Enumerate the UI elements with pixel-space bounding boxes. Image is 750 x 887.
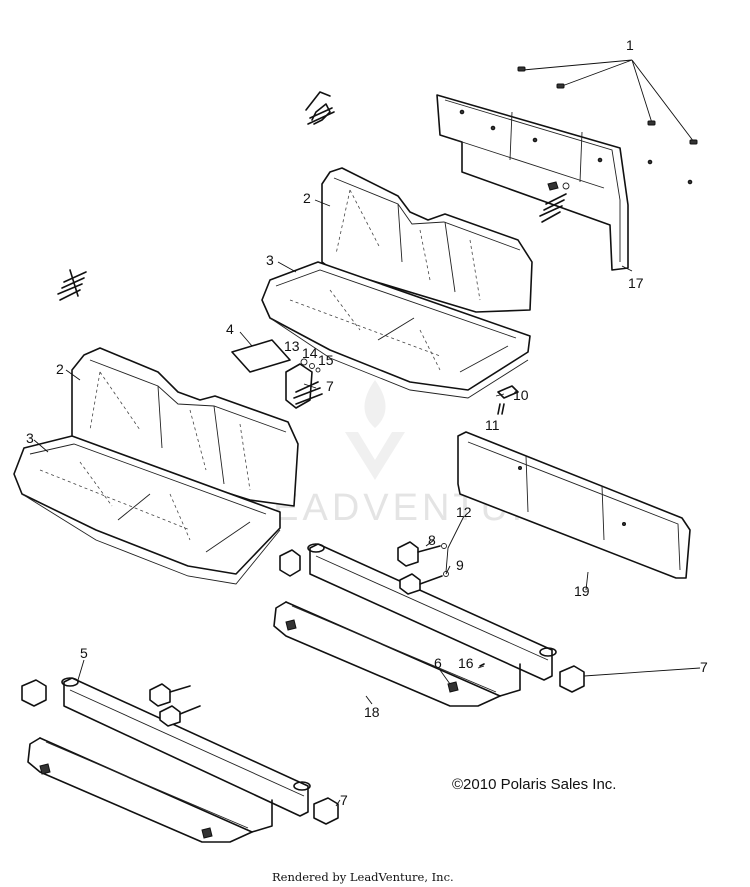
watermark-logo-icon (345, 380, 405, 480)
callout-3-rear: 3 (266, 252, 274, 268)
part-10-clip (497, 385, 519, 399)
callout-15: 15 (318, 352, 334, 368)
callout-6: 6 (434, 655, 442, 671)
copyright-notice: ©2010 Polaris Sales Inc. (452, 776, 616, 793)
callout-12: 12 (456, 504, 472, 520)
callout-14: 14 (302, 345, 318, 361)
callout-3-front: 3 (26, 430, 34, 446)
callout-16: 16 (458, 655, 474, 671)
callout-4: 4 (226, 321, 234, 337)
part-2-seat-back-rear (321, 167, 533, 313)
spring-coil-3 (57, 269, 87, 301)
callout-7-rear-frame: 7 (700, 659, 708, 675)
part-17-rear-panel (436, 94, 693, 271)
callout-2-front: 2 (56, 361, 64, 377)
callout-10: 10 (513, 387, 529, 403)
spring-coil-2 (539, 181, 570, 223)
part-5-front-seat-frame (21, 677, 339, 843)
callouts: 1 2 3 4 13 14 15 7 2 3 17 10 11 12 8 9 1… (26, 37, 708, 808)
callout-19: 19 (574, 583, 590, 599)
spring-coil-1 (305, 91, 335, 125)
part-19-panel (457, 431, 691, 579)
part-4-label (231, 339, 291, 373)
part-3-seat-cushion-front (13, 435, 281, 585)
part-11-pin (497, 403, 505, 415)
part-13-14-15-latch (285, 358, 323, 409)
callout-8: 8 (428, 532, 436, 548)
part-3-seat-cushion-rear (261, 261, 531, 399)
callout-13: 13 (284, 338, 300, 354)
callout-2-rear: 2 (303, 190, 311, 206)
callout-18: 18 (364, 704, 380, 720)
leader-lines (33, 199, 701, 807)
part-12-latch-rear (397, 541, 449, 595)
part-1-screws (517, 59, 698, 145)
callout-7-latch: 7 (326, 378, 334, 394)
callout-9: 9 (456, 557, 464, 573)
callout-1: 1 (626, 37, 634, 53)
rendered-by-credit: Rendered by LeadVenture, Inc. (272, 870, 454, 884)
part-18-rear-seat-frame (273, 543, 585, 707)
callout-17: 17 (628, 275, 644, 291)
callout-11: 11 (485, 417, 500, 433)
callout-7-front-frame: 7 (340, 792, 348, 808)
callout-5: 5 (80, 645, 88, 661)
